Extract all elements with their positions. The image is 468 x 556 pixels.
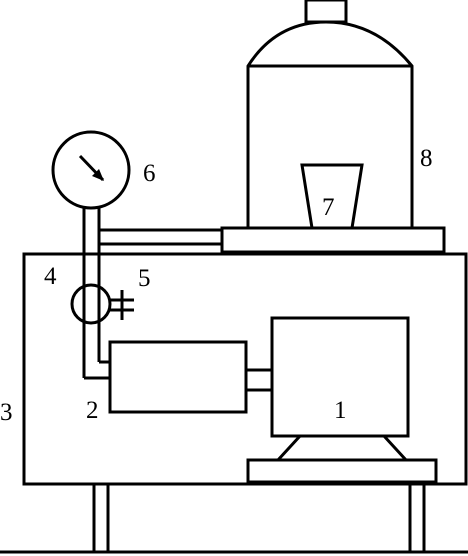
shaft-coupling [246,368,272,392]
label-gauge: 6 [143,160,156,187]
pressure-pipes [82,205,222,380]
label-base: 3 [0,399,13,426]
label-pipe-valve: 4 [44,263,57,290]
valve [70,283,134,325]
motor [246,316,438,484]
label-pump: 2 [86,397,99,424]
pressure-gauge [51,130,131,210]
label-valve: 5 [138,265,151,292]
base-legs [92,484,426,552]
label-cover: 8 [420,145,433,172]
base-cabinet [22,252,468,486]
bell-cover [246,0,414,228]
pump [108,340,248,414]
top-plate [220,226,446,254]
label-cup: 7 [322,194,335,221]
label-motor: 1 [334,397,347,424]
